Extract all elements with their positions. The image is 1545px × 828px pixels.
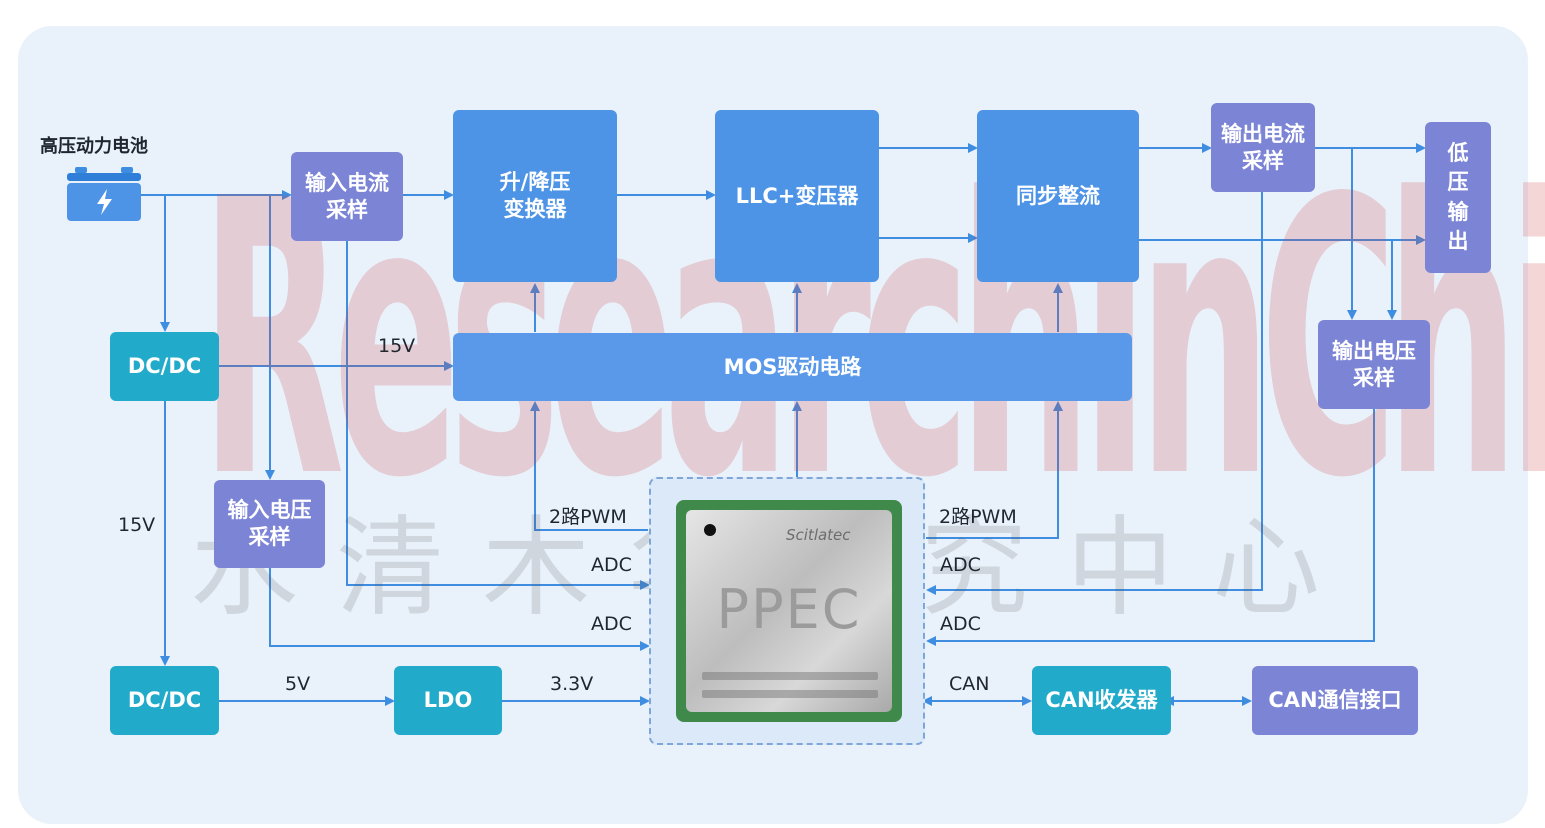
label-adc-left-1: ADC — [591, 554, 632, 576]
label-adc-right-2: ADC — [940, 613, 981, 635]
dcdc-top: DC/DC — [110, 332, 219, 401]
label-3v3: 3.3V — [550, 673, 594, 695]
input-current-sampling: 输入电流 采样 — [291, 152, 403, 241]
dcdc-bottom: DC/DC — [110, 666, 219, 735]
input-voltage-sampling: 输入电压 采样 — [214, 480, 325, 568]
label-15v-left: 15V — [118, 514, 156, 536]
synchronous-rectifier: 同步整流 — [977, 110, 1139, 282]
can-transceiver: CAN收发器 — [1032, 666, 1171, 735]
label-pwm-right: 2路PWM — [939, 506, 1017, 528]
can-interface: CAN通信接口 — [1252, 666, 1418, 735]
mos-driver-circuit: MOS驱动电路 — [453, 333, 1132, 401]
label-pwm-left: 2路PWM — [549, 506, 627, 528]
chip-pin1-dot — [704, 524, 716, 536]
label-can: CAN — [949, 673, 990, 695]
label-15v-mos: 15V — [378, 335, 416, 357]
label-5v: 5V — [285, 673, 311, 695]
output-current-sampling: 输出电流 采样 — [1211, 103, 1315, 192]
battery-label: 高压动力电池 — [40, 136, 148, 157]
chip-marking-line — [702, 690, 878, 698]
llc-transformer: LLC+变压器 — [715, 110, 879, 282]
ldo: LDO — [394, 666, 502, 735]
battery-icon — [67, 167, 141, 221]
chip-brand: Scitlatec — [786, 526, 851, 544]
ppec-chip: Scitlatec PPEC — [676, 500, 902, 722]
label-adc-left-2: ADC — [591, 613, 632, 635]
chip-marking-line — [702, 672, 878, 680]
low-voltage-output: 低 压 输 出 — [1425, 122, 1491, 273]
label-adc-right-1: ADC — [940, 554, 981, 576]
output-voltage-sampling: 输出电压 采样 — [1318, 320, 1430, 409]
buck-boost-converter: 升/降压 变换器 — [453, 110, 617, 282]
chip-name: PPEC — [716, 578, 862, 641]
